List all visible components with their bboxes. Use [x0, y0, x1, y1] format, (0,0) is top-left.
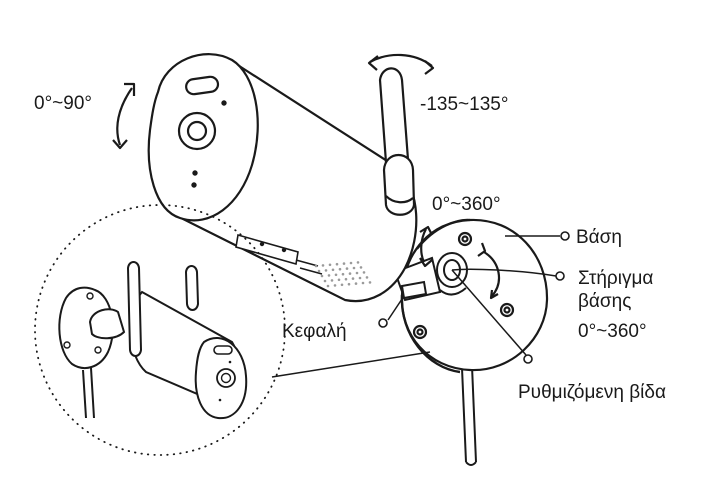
grille-dot	[368, 281, 372, 284]
camera-body	[147, 53, 418, 303]
base-support-label: Στήριγμα βάσης	[578, 268, 654, 312]
grille-dot	[335, 262, 339, 266]
grille-dot	[347, 282, 351, 286]
grille-dot	[334, 273, 338, 277]
grille-dot	[354, 282, 358, 285]
base-rotation-label: 0°~360°	[432, 194, 501, 215]
grille-dot	[356, 261, 360, 264]
callout-lines	[271, 235, 560, 378]
grille-dot	[348, 272, 352, 275]
base-label: Βάση	[576, 227, 622, 248]
grille-dot	[351, 277, 355, 280]
grille-dot	[333, 284, 337, 287]
grille-dot	[358, 276, 362, 280]
adjustable-screw-label: Ρυθμιζόμενη βίδα	[518, 382, 666, 403]
body-underside	[235, 233, 323, 275]
grille-dot	[352, 266, 356, 270]
grille-dot	[324, 269, 328, 272]
grille-dot	[342, 262, 346, 265]
grille-dot	[337, 278, 341, 282]
grille-dot	[341, 272, 345, 276]
tilt-range-label: 0°~90°	[34, 93, 92, 114]
grille-dot	[328, 263, 332, 267]
base-rotation-arrow	[419, 225, 433, 268]
antenna-range-label: -135~135°	[420, 94, 509, 115]
grille-dot	[330, 279, 334, 282]
grille-dot	[338, 267, 342, 271]
grille-dot	[344, 277, 348, 281]
antenna	[378, 67, 416, 216]
grille-dot	[321, 264, 325, 267]
grille-dot	[331, 268, 335, 272]
detail-inset	[34, 204, 286, 456]
grille-dot	[327, 274, 331, 277]
grille-dot	[349, 261, 353, 265]
grille-dot	[314, 264, 318, 268]
tilt-arrow	[112, 82, 136, 150]
grille-dot	[359, 266, 363, 269]
grille-dot	[323, 279, 327, 283]
grille-dot	[340, 283, 344, 287]
grille-dot	[345, 267, 349, 270]
grille-dot	[326, 284, 330, 288]
head-label: Κεφαλή	[282, 321, 347, 342]
callout-dots	[378, 231, 570, 364]
grille-dot	[362, 271, 366, 274]
support-rotation-arrow	[477, 242, 501, 300]
grille-dot	[320, 274, 324, 278]
antenna-rotation-arrow	[367, 53, 435, 75]
grille-dot	[317, 269, 321, 273]
grille-dot	[365, 276, 369, 279]
grille-dot	[355, 271, 359, 275]
neck	[393, 256, 442, 302]
speaker-grille	[314, 261, 372, 288]
support-rotation-label: 0°~360°	[578, 321, 647, 342]
grille-dot	[361, 281, 365, 285]
mount-pole	[461, 365, 477, 466]
